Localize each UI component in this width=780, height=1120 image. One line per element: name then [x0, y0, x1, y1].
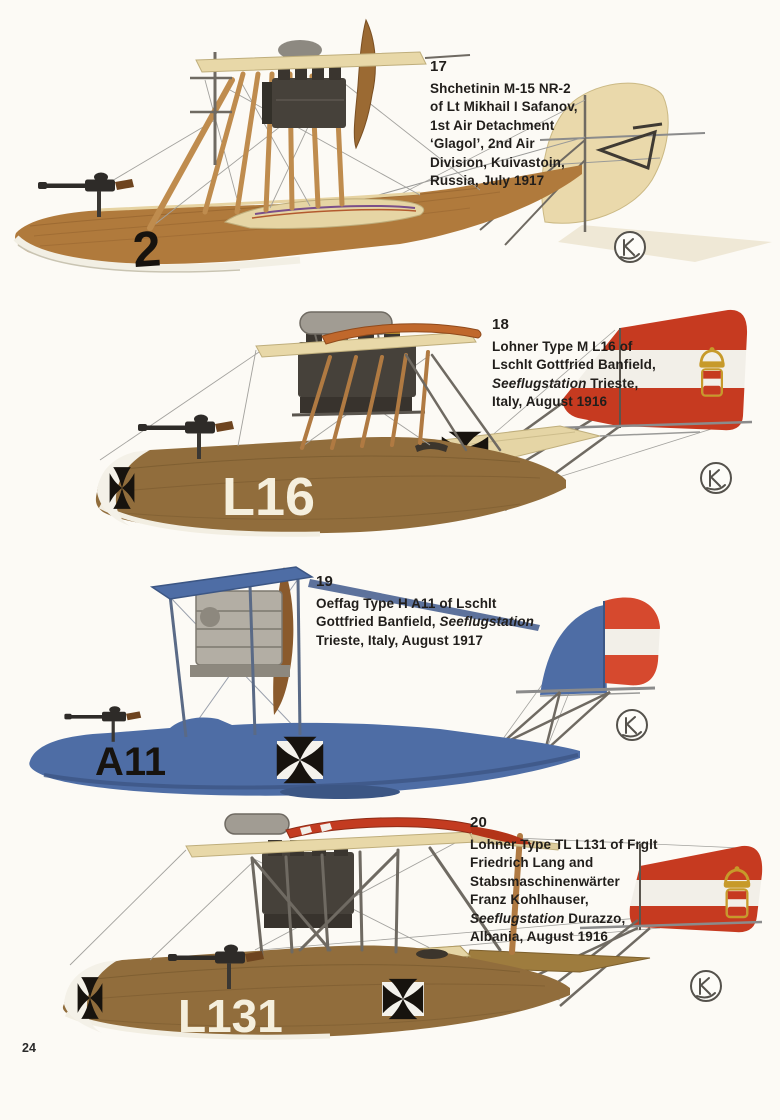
plate-number: 20: [470, 814, 487, 831]
cockpit: [416, 949, 448, 959]
plate-20: L131: [0, 800, 780, 1080]
caption-line: Russia, July 1917: [430, 173, 545, 188]
tailplane: [579, 920, 763, 930]
far-lower-wing: [558, 225, 772, 262]
wing-struts: [300, 350, 502, 452]
propeller: [353, 18, 376, 150]
caption-line: Oeffag Type H A11 of Lschlt: [316, 595, 497, 611]
fuel-tank: [224, 813, 290, 835]
plate-number: 19: [316, 573, 333, 590]
caption-line: Seeflugstation Trieste,: [492, 375, 639, 391]
hull-code: L131: [178, 990, 283, 1042]
upper-wing: [255, 331, 477, 358]
hull-white-bottom: [13, 235, 301, 272]
upper-wing: [149, 566, 315, 600]
caption-20: 20 Lohner Type TL L131 of Frglt Friedric…: [470, 814, 720, 947]
fin-triangle-marking: [595, 129, 657, 171]
hull: [62, 945, 571, 1040]
propeller: [321, 323, 482, 345]
aircraft-18-illustration: L16: [95, 309, 753, 537]
caption-line: Italy, August 1916: [492, 394, 608, 409]
aircraft-17-illustration: 2: [13, 18, 772, 278]
bow-white-cap: [64, 960, 118, 1033]
far-upper-wing: [308, 579, 540, 631]
artist-monogram-icon: [700, 462, 732, 494]
tail-fin: [540, 605, 607, 695]
hull: [29, 717, 580, 799]
aircraft-19-illustration: A11: [29, 566, 660, 799]
rear-kingpost: [509, 833, 523, 955]
caption-line: 1st Air Detachment: [430, 117, 555, 133]
cockpit: [415, 442, 448, 452]
plate-number: 18: [492, 316, 509, 333]
artist-monogram-icon: [614, 231, 646, 263]
caption-line: Division, Kuivastoin,: [430, 154, 565, 170]
caption-line: Lohner Type TL L131 of Frglt: [470, 836, 658, 852]
caption-line: Lohner Type M L16 of: [492, 338, 633, 354]
hull-code: 2: [131, 220, 163, 278]
caption-17: 17 Shchetinin M-15 NR-2 of Lt Mikhail I …: [430, 58, 700, 191]
artist-monogram-icon: [690, 970, 722, 1002]
caption-line: of Lt Mikhail I Safanov,: [430, 99, 578, 114]
hull: [95, 437, 566, 537]
caption-line: Gottfried Banfield, Seeflugstation: [316, 614, 534, 629]
plate-19: A11 19 Oeffag Type H A11 of Lschlt Gottf…: [0, 565, 780, 800]
austrian-rudder-stripes: [604, 597, 660, 686]
lower-wing: [223, 198, 425, 229]
tailplane: [555, 420, 753, 430]
tail-fin: [539, 82, 706, 232]
plate-17: 2 17 Shchetinin M-15 NR-2 of Lt Mikhail …: [0, 0, 780, 300]
bow-white-cap: [97, 450, 150, 526]
caption-18: 18 Lohner Type M L16 of Lschlt Gottfried…: [492, 316, 732, 412]
caption-line: Franz Kohlhauser,: [470, 892, 589, 907]
hull-code: A11: [95, 740, 166, 784]
page-number: 24: [22, 1041, 36, 1055]
upper-wing: [195, 40, 471, 73]
artist-monogram-icon: [616, 709, 648, 741]
caption-19: 19 Oeffag Type H A11 of Lschlt Gottfried…: [316, 573, 606, 650]
engine: [262, 66, 346, 128]
austrian-tail-stripes: [562, 309, 748, 431]
wing-struts: [250, 833, 523, 957]
caption-line: Lschlt Gottfried Banfield,: [492, 357, 656, 372]
tail-boom-struts: [499, 690, 611, 752]
caption-line: Albania, August 1916: [470, 929, 609, 944]
tailplane: [515, 686, 656, 694]
caption-line: Stabsmaschinenwärter: [470, 873, 620, 889]
caption-line: Trieste, Italy, August 1917: [316, 632, 484, 648]
plate-18: L16: [0, 300, 780, 565]
aircraft-20-illustration: L131: [62, 813, 763, 1042]
engine: [190, 567, 294, 715]
caption-line: Shchetinin M-15 NR-2: [430, 80, 571, 96]
wing-struts: [168, 576, 302, 738]
caption-line: Friedrich Lang and: [470, 855, 594, 870]
propeller: [285, 817, 532, 845]
caption-line: Seeflugstation Durazzo,: [470, 910, 626, 926]
hull-code: L16: [222, 467, 315, 527]
plate-number: 17: [430, 58, 447, 75]
caption-line: ‘Glagol’, 2nd Air: [430, 136, 535, 151]
